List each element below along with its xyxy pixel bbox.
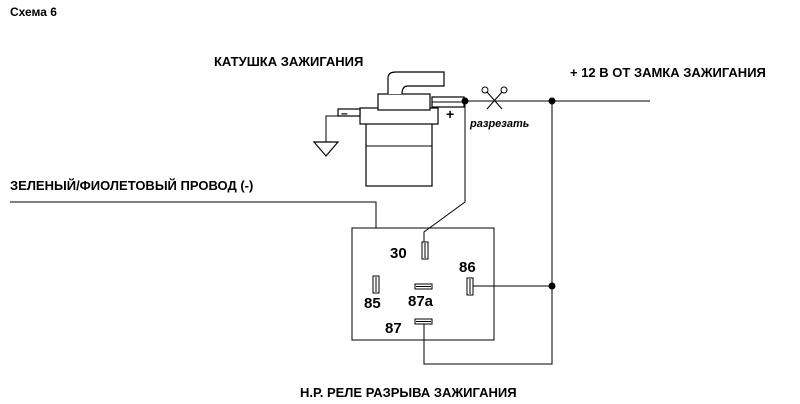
power-label: + 12 В ОТ ЗАМКА ЗАЖИГАНИЯ <box>570 65 766 80</box>
ground-icon <box>312 115 340 157</box>
pin-87a-terminal <box>414 283 433 290</box>
pin-30-label: 30 <box>390 245 407 262</box>
trigger-wire-label: ЗЕЛЕНЫЙ/ФИОЛЕТОВЫЙ ПРОВОД (-) <box>10 178 253 193</box>
pin-87-label: 87 <box>385 320 402 337</box>
pin-87a-label: 87a <box>408 293 434 310</box>
coil-plus-sign: + <box>446 106 454 122</box>
trigger-wire <box>10 201 377 276</box>
coil-label: КАТУШКА ЗАЖИГАНИЯ <box>214 54 363 69</box>
cut-label: разрезать <box>469 118 529 130</box>
pin-30-terminal <box>421 241 429 260</box>
diagram-title: Схема 6 <box>10 5 57 19</box>
pin-86-terminal <box>466 277 474 296</box>
scissors-icon <box>481 86 508 110</box>
pin-85-terminal <box>372 275 380 294</box>
wire-pin30-coil <box>423 101 466 242</box>
relay-label: Н.Р. РЕЛЕ РАЗРЫВА ЗАЖИГАНИЯ <box>300 385 517 400</box>
pin-86-label: 86 <box>459 259 476 276</box>
pin-87-terminal <box>414 318 433 325</box>
wire-pin87 <box>423 101 553 365</box>
ignition-coil <box>337 71 465 187</box>
pin-85-label: 85 <box>364 295 381 312</box>
coil-minus-sign: – <box>341 106 348 120</box>
